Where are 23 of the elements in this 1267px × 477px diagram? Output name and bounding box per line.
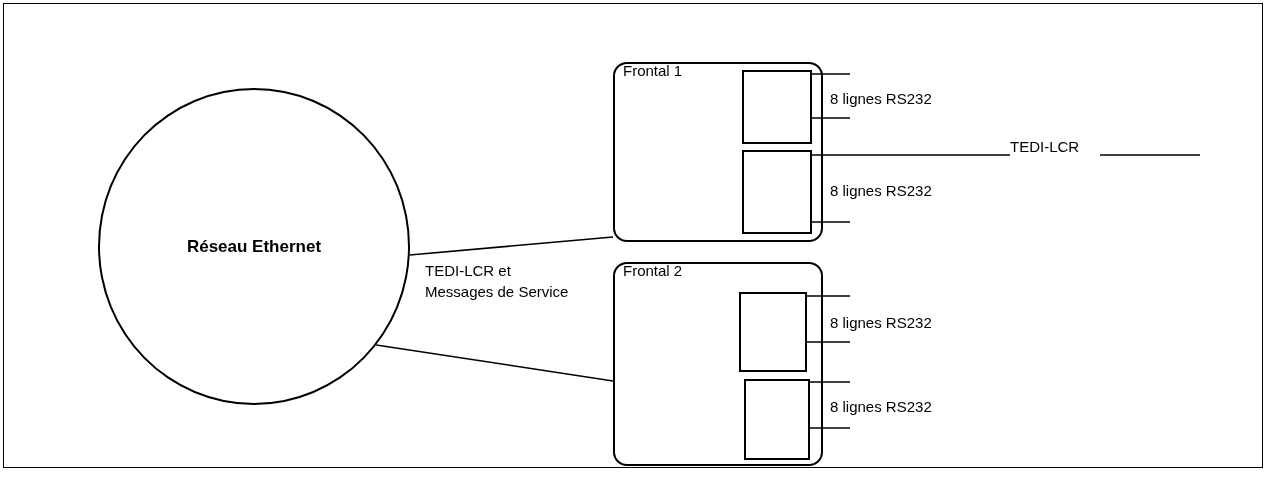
node-title: Frontal 1	[623, 61, 683, 81]
network-circle	[98, 88, 410, 405]
line-count-label: 8 lignes RS232	[830, 89, 932, 109]
line-count-label: 8 lignes RS232	[830, 313, 932, 333]
module-box	[739, 292, 807, 372]
connector-line	[804, 341, 851, 343]
connector-line	[375, 344, 614, 382]
node-title: Frontal 2	[623, 261, 683, 281]
node-title: Réseau Ethernet	[186, 235, 322, 258]
line-count-label: 8 lignes RS232	[830, 181, 932, 201]
module-box	[742, 70, 812, 144]
connector-line	[809, 73, 851, 75]
frontal-box	[613, 62, 823, 242]
connector-line	[409, 236, 614, 256]
connector-line	[804, 295, 851, 297]
connector-line	[807, 427, 851, 429]
connector-line	[809, 117, 851, 119]
frontal-box	[613, 262, 823, 466]
line-count-label: 8 lignes RS232	[830, 397, 932, 417]
connector-line	[809, 221, 851, 223]
module-box	[742, 150, 812, 234]
connector-line	[807, 381, 851, 383]
module-box	[744, 379, 810, 460]
